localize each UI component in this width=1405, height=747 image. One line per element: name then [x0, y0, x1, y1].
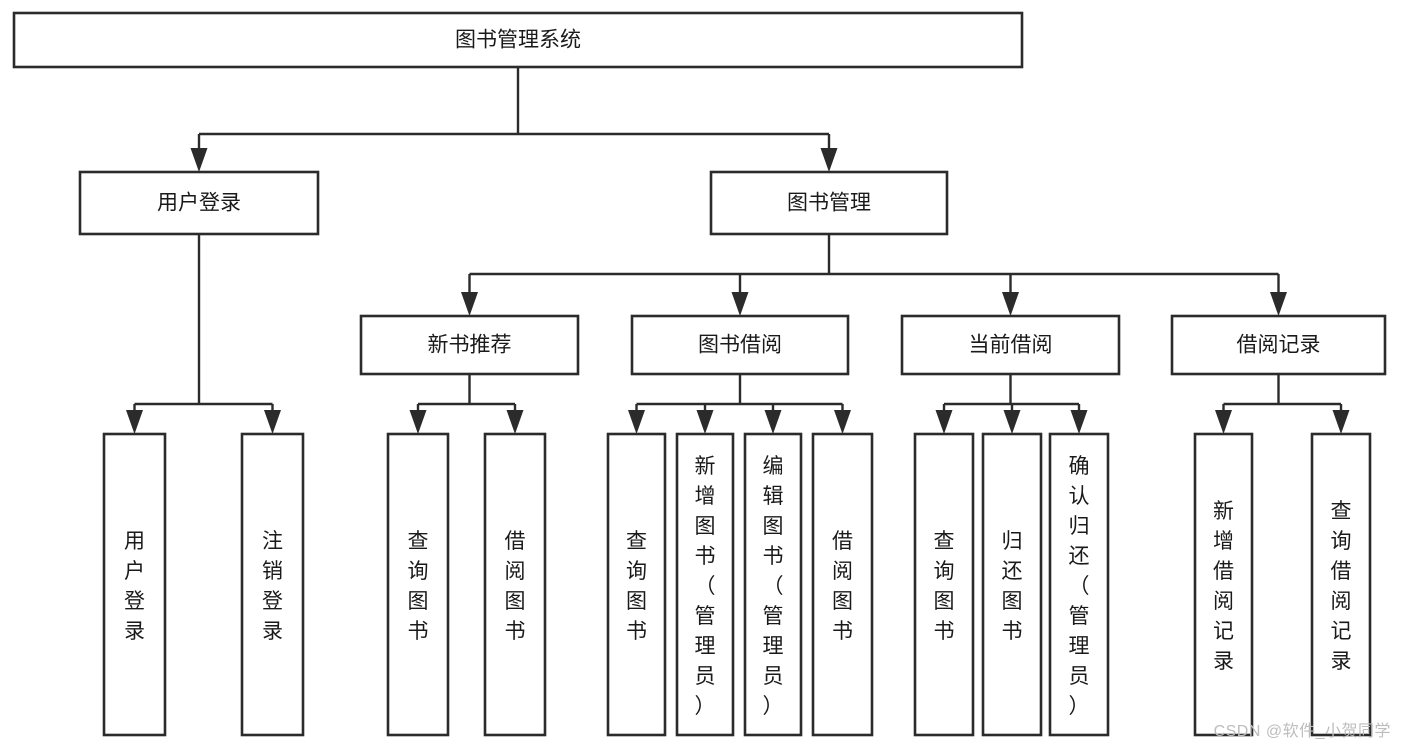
node-box-new-book-rec[interactable] [359, 314, 580, 376]
node-box-leaf-edit-book[interactable] [743, 432, 803, 737]
node-box-book-borrow[interactable] [630, 314, 850, 376]
arrow-head-icon [264, 410, 281, 434]
node-label-leaf-user-logout: 注销登录 [262, 530, 283, 643]
node-box-leaf-confirm-return[interactable] [1048, 432, 1110, 737]
node-label-leaf-user-login: 用户登录 [124, 530, 145, 643]
node-label-leaf-edit-book: 编辑图书（管理员） [763, 455, 784, 718]
edge-group-borrow-record [1215, 374, 1350, 434]
arrow-head-icon [696, 410, 714, 434]
node-box-book-manage[interactable] [709, 170, 949, 236]
arrow-head-icon [1332, 410, 1350, 434]
edge-group-user-login [126, 234, 281, 434]
arrow-head-icon [1215, 410, 1232, 434]
node-box-leaf-user-login[interactable] [102, 432, 167, 737]
node-box-borrow-record[interactable] [1170, 314, 1387, 376]
node-leaf-query-record[interactable]: 查询借阅记录 [1310, 432, 1372, 737]
node-book-manage[interactable]: 图书管理 [709, 170, 949, 236]
edge-group-book-borrow [628, 374, 851, 434]
node-leaf-query-book-3[interactable]: 查询图书 [913, 432, 975, 737]
node-leaf-add-record[interactable]: 新增借阅记录 [1193, 432, 1254, 737]
node-borrow-record[interactable]: 借阅记录 [1170, 314, 1387, 376]
node-leaf-return-book[interactable]: 归还图书 [981, 432, 1043, 737]
edge-group-book-manage [461, 234, 1287, 316]
arrow-head-icon [1270, 292, 1287, 316]
arrow-head-icon [1002, 292, 1019, 316]
node-box-root[interactable] [12, 11, 1024, 69]
node-label-leaf-confirm-return: 确认归还（管理员） [1069, 455, 1090, 718]
node-leaf-borrow-book-1[interactable]: 借阅图书 [483, 432, 547, 737]
node-box-leaf-add-book[interactable] [675, 432, 735, 737]
node-label-current-borrow: 当前借阅 [969, 334, 1053, 357]
node-label-leaf-query-book-2: 查询图书 [626, 530, 647, 643]
edge-group-new-book-rec [409, 374, 524, 434]
edge-group-current-borrow [935, 374, 1088, 434]
node-label-book-manage: 图书管理 [787, 192, 871, 215]
node-leaf-user-logout[interactable]: 注销登录 [240, 432, 305, 737]
node-label-leaf-add-book: 新增图书（管理员） [695, 455, 716, 718]
arrow-head-icon [834, 410, 851, 434]
arrow-head-icon [1003, 410, 1021, 434]
node-box-leaf-query-book-2[interactable] [606, 432, 667, 737]
node-box-leaf-borrow-book-2[interactable] [811, 432, 874, 737]
node-box-leaf-query-record[interactable] [1310, 432, 1372, 737]
node-label-leaf-query-book-3: 查询图书 [934, 530, 955, 643]
edges-layer [126, 67, 1350, 434]
node-box-leaf-borrow-book-1[interactable] [483, 432, 547, 737]
node-label-leaf-query-record: 查询借阅记录 [1331, 500, 1352, 673]
arrow-head-icon [731, 292, 749, 316]
node-box-leaf-query-book-1[interactable] [386, 432, 450, 737]
arrow-head-icon [1070, 410, 1088, 434]
arrow-head-icon [190, 148, 208, 172]
node-box-leaf-add-record[interactable] [1193, 432, 1254, 737]
arrow-head-icon [126, 410, 143, 434]
arrow-head-icon [461, 292, 478, 316]
node-label-borrow-record: 借阅记录 [1237, 334, 1321, 357]
arrow-head-icon [628, 410, 645, 434]
node-leaf-add-book[interactable]: 新增图书（管理员） [675, 432, 735, 737]
node-current-borrow[interactable]: 当前借阅 [900, 314, 1121, 376]
edge-group-root [190, 67, 838, 172]
arrow-head-icon [506, 410, 524, 434]
nodes-layer: 图书管理系统用户登录图书管理新书推荐图书借阅当前借阅借阅记录用户登录注销登录查询… [12, 11, 1387, 737]
node-leaf-confirm-return[interactable]: 确认归还（管理员） [1048, 432, 1110, 737]
node-label-new-book-rec: 新书推荐 [428, 334, 512, 357]
node-label-leaf-borrow-book-1: 借阅图书 [505, 530, 526, 643]
node-box-leaf-return-book[interactable] [981, 432, 1043, 737]
node-leaf-query-book-1[interactable]: 查询图书 [386, 432, 450, 737]
arrow-head-icon [935, 410, 953, 434]
node-user-login[interactable]: 用户登录 [78, 170, 320, 236]
node-label-leaf-return-book: 归还图书 [1002, 530, 1023, 643]
node-label-user-login: 用户登录 [157, 192, 241, 215]
node-leaf-edit-book[interactable]: 编辑图书（管理员） [743, 432, 803, 737]
node-new-book-rec[interactable]: 新书推荐 [359, 314, 580, 376]
node-label-leaf-add-record: 新增借阅记录 [1213, 500, 1234, 673]
node-leaf-user-login[interactable]: 用户登录 [102, 432, 167, 737]
node-leaf-borrow-book-2[interactable]: 借阅图书 [811, 432, 874, 737]
node-root[interactable]: 图书管理系统 [12, 11, 1024, 69]
arrow-head-icon [764, 410, 782, 434]
node-label-root: 图书管理系统 [455, 29, 581, 52]
arrow-head-icon [820, 148, 838, 172]
node-label-book-borrow: 图书借阅 [698, 334, 782, 357]
node-box-user-login[interactable] [78, 170, 320, 236]
node-label-leaf-query-book-1: 查询图书 [408, 530, 429, 643]
node-leaf-query-book-2[interactable]: 查询图书 [606, 432, 667, 737]
arrow-head-icon [409, 410, 427, 434]
node-book-borrow[interactable]: 图书借阅 [630, 314, 850, 376]
node-box-leaf-query-book-3[interactable] [913, 432, 975, 737]
node-label-leaf-borrow-book-2: 借阅图书 [832, 530, 853, 643]
node-box-current-borrow[interactable] [900, 314, 1121, 376]
node-box-leaf-user-logout[interactable] [240, 432, 305, 737]
